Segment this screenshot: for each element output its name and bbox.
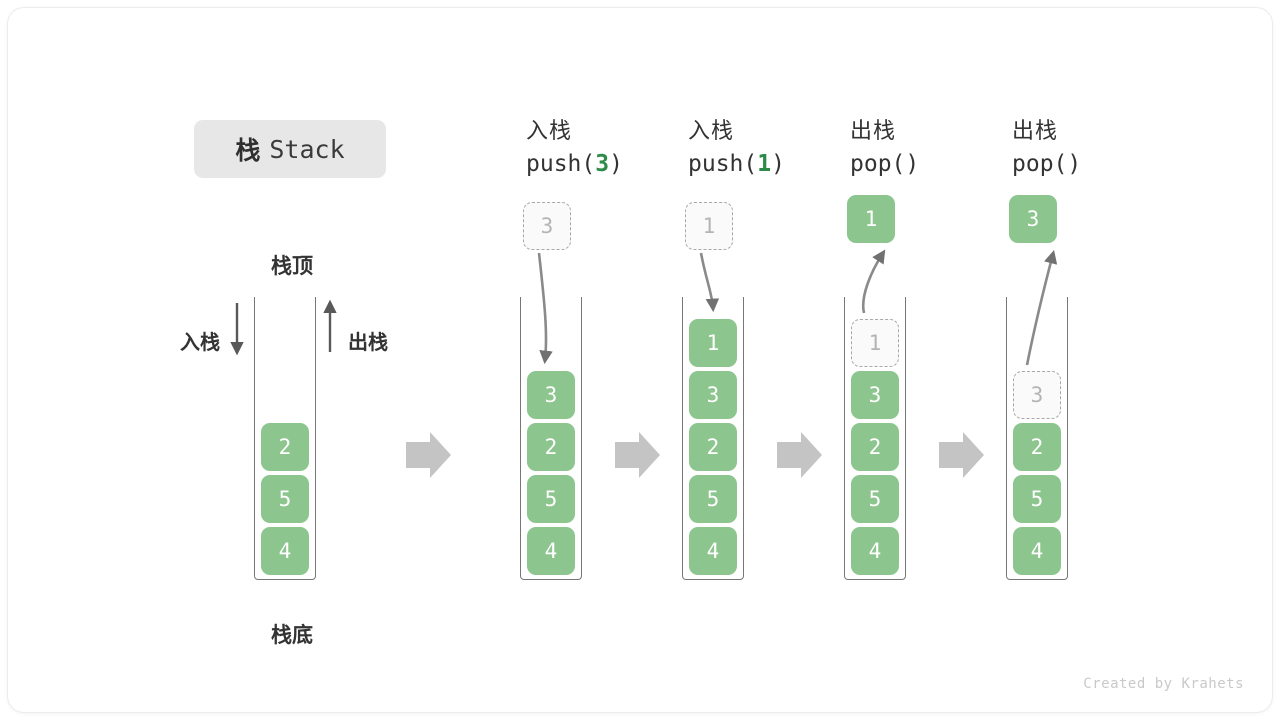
- stack-cell: 4: [1013, 527, 1061, 575]
- stack-cell-removed: 1: [851, 319, 899, 367]
- code-fn-prefix: push(: [688, 151, 758, 177]
- stack-cell: 5: [851, 475, 899, 523]
- column-heading-cjk: 入栈: [526, 118, 573, 143]
- page-title-en: Stack: [269, 134, 345, 164]
- column-heading-push-1: 入栈 push(1): [688, 113, 785, 177]
- code-fn-prefix: pop(: [850, 151, 906, 177]
- column-heading-code: push(1): [688, 151, 785, 177]
- stack-cell: 5: [689, 475, 737, 523]
- column-heading-code: pop(): [850, 151, 919, 177]
- stack-tube-initial: [254, 297, 316, 580]
- stack-cell: 1: [689, 319, 737, 367]
- column-heading-pop-3: 出栈 pop(): [1012, 113, 1081, 177]
- stack-cell: 4: [689, 527, 737, 575]
- stack-bottom-label: 栈底: [271, 624, 313, 647]
- pending-value-cell: 3: [523, 202, 571, 250]
- stack-cell-removed: 3: [1013, 371, 1061, 419]
- transition-arrow-right: [777, 432, 822, 478]
- page-title-cjk: 栈: [235, 137, 261, 165]
- code-fn-suffix: ): [771, 151, 785, 177]
- transition-arrow-right: [939, 432, 984, 478]
- transition-arrow-right: [406, 432, 451, 478]
- stack-cell: 2: [261, 423, 309, 471]
- column-heading-code: push(3): [526, 151, 623, 177]
- stack-cell: 2: [851, 423, 899, 471]
- column-heading-cjk: 入栈: [688, 118, 735, 143]
- pending-value-cell: 1: [685, 202, 733, 250]
- stack-cell: 4: [851, 527, 899, 575]
- code-fn-suffix: ): [905, 151, 920, 177]
- stack-cell: 2: [1013, 423, 1061, 471]
- footer-credit: Created by Krahets: [1083, 676, 1244, 692]
- popped-value-box: 3: [1009, 195, 1057, 243]
- stack-top-label: 栈顶: [271, 255, 313, 278]
- popped-value-box: 1: [847, 195, 895, 243]
- pop-direction-label: 出栈: [348, 332, 388, 354]
- stack-tube-pop-3: [1006, 297, 1068, 580]
- stack-cell: 2: [527, 423, 575, 471]
- code-fn-prefix: pop(: [1012, 151, 1068, 177]
- column-heading-push-3: 入栈 push(3): [526, 113, 623, 177]
- push-direction-label: 入栈: [180, 332, 220, 354]
- stack-cell: 5: [1013, 475, 1061, 523]
- arrows-overlay: [230, 249, 1058, 478]
- stack-cell: 3: [851, 371, 899, 419]
- column-heading-code: pop(): [1012, 151, 1081, 177]
- stack-cell: 5: [527, 475, 575, 523]
- stack-tube-pop-1: [844, 297, 906, 580]
- code-fn-arg: 1: [757, 151, 772, 177]
- stack-cell: 4: [261, 527, 309, 575]
- column-heading-cjk: 出栈: [850, 118, 897, 143]
- stack-cell: 3: [689, 371, 737, 419]
- stack-tube-push-3: [520, 297, 582, 580]
- page-title: 栈 Stack: [194, 120, 386, 178]
- code-fn-suffix: ): [609, 151, 623, 177]
- transition-arrow-right: [615, 432, 660, 478]
- column-heading-cjk: 出栈: [1012, 118, 1059, 143]
- stack-cell: 5: [261, 475, 309, 523]
- column-heading-pop-1: 出栈 pop(): [850, 113, 919, 177]
- stack-cell: 2: [689, 423, 737, 471]
- code-fn-suffix: ): [1067, 151, 1082, 177]
- code-fn-arg: 3: [595, 151, 610, 177]
- code-fn-prefix: push(: [526, 151, 596, 177]
- stack-tube-push-1: [682, 297, 744, 580]
- stack-cell: 4: [527, 527, 575, 575]
- stack-cell: 3: [527, 371, 575, 419]
